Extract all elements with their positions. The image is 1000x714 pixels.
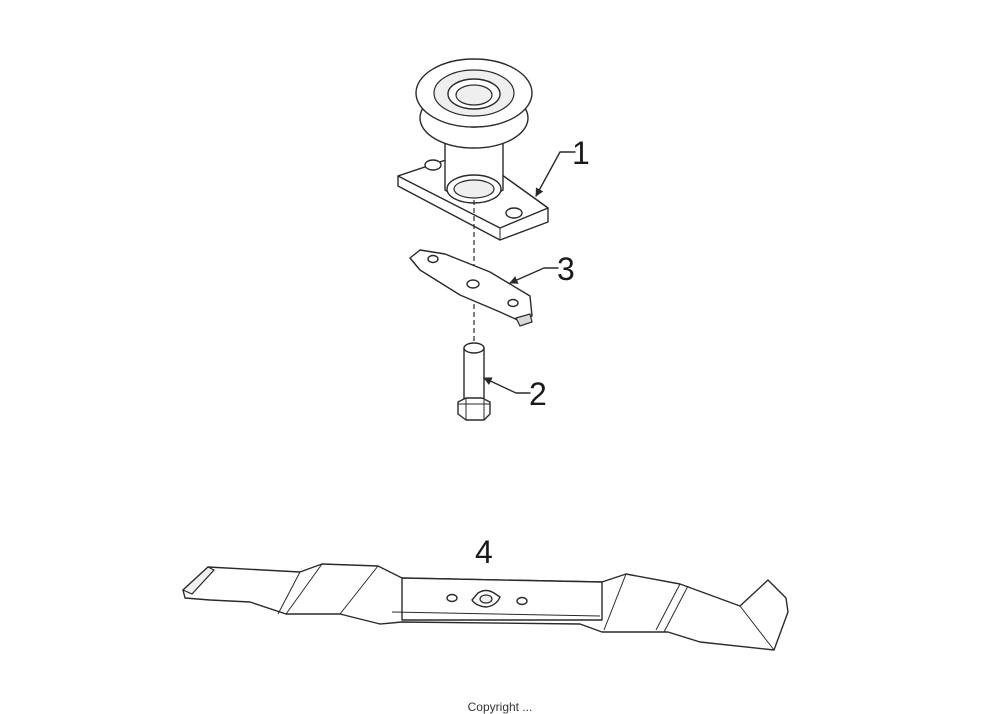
callout-2: 2 xyxy=(483,376,547,412)
mower-blade-part xyxy=(181,563,789,651)
callout-1: 1 xyxy=(535,135,590,197)
blade-adapter-plate-part xyxy=(409,249,533,327)
footer-text: Copyright ... xyxy=(467,700,533,714)
callout-label-3: 3 xyxy=(557,251,575,287)
callout-label-2: 2 xyxy=(529,376,547,412)
bolt-part xyxy=(457,342,491,421)
callout-3: 3 xyxy=(509,251,575,287)
callout-4: 4 xyxy=(475,534,493,570)
callout-label-1: 1 xyxy=(572,135,590,171)
callout-label-4: 4 xyxy=(475,534,493,570)
spindle-housing-part xyxy=(397,58,549,241)
